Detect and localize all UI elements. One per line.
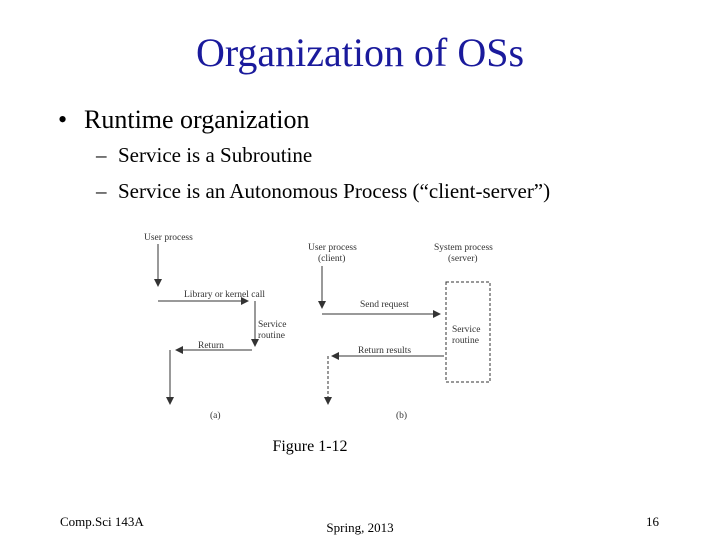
footer-course: Comp.Sci 143A	[60, 514, 144, 529]
a-service-label-2: routine	[258, 331, 285, 341]
a-user-process-label: User process	[144, 233, 193, 243]
subbullet-subroutine: –Service is a Subroutine	[96, 142, 312, 168]
b-system-process-label-1: System process	[434, 243, 493, 253]
figure-caption: Figure 1-12	[272, 438, 348, 455]
b-system-process-label-2: (server)	[448, 253, 478, 264]
footer-term: Spring, 2013	[326, 520, 394, 535]
b-figure-label: (b)	[396, 410, 407, 421]
a-service-label-1: Service	[258, 320, 287, 330]
diagram-svg: User process Library or kernel call Serv…	[144, 233, 493, 421]
a-figure-label: (a)	[210, 410, 221, 421]
subbullet-autonomous-process: –Service is an Autonomous Process (“clie…	[96, 178, 550, 204]
b-service-label-1: Service	[452, 325, 481, 335]
a-return-label: Return	[198, 341, 224, 351]
figure-1-12-diagram: User process Library or kernel call Serv…	[140, 226, 510, 426]
a-library-call-label: Library or kernel call	[184, 290, 265, 300]
b-send-request-label: Send request	[360, 300, 409, 310]
diagram-a: User process Library or kernel call Serv…	[144, 233, 287, 421]
main-bullet-text: Runtime organization	[84, 105, 310, 134]
diagram-b: User process (client) System process (se…	[308, 243, 493, 421]
main-bullet: • Runtime organization	[58, 104, 310, 136]
b-server-box	[445, 281, 491, 383]
subbullet-marker: –	[96, 143, 107, 167]
subbullet-text: Service is an Autonomous Process (“clien…	[118, 179, 551, 203]
b-user-process-label-1: User process	[308, 243, 357, 253]
footer-page-number: 16	[646, 514, 659, 529]
b-user-process-label-2: (client)	[318, 253, 345, 264]
b-return-results-label: Return results	[358, 346, 411, 356]
bullet-marker: •	[58, 105, 68, 134]
slide-title: Organization of OSs	[195, 30, 525, 75]
b-service-label-2: routine	[452, 336, 479, 346]
subbullet-text: Service is a Subroutine	[118, 143, 313, 167]
subbullet-marker: –	[96, 179, 107, 203]
